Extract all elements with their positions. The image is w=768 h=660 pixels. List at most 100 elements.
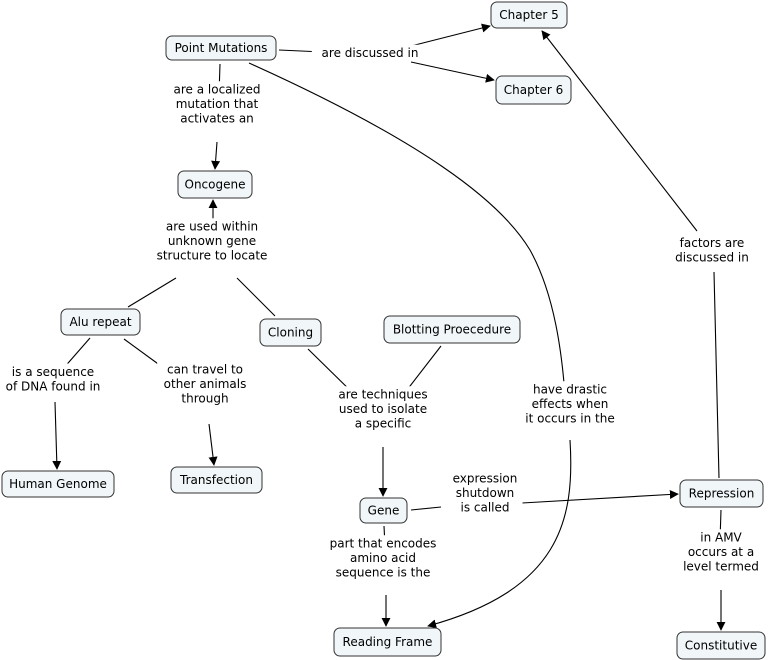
concept-node-label: Constitutive — [685, 639, 757, 653]
linking-phrase-line: activates an — [180, 112, 254, 126]
linking-phrase-line: is a sequence — [12, 365, 94, 379]
concept-node-point-mutations[interactable]: Point Mutations — [165, 35, 277, 61]
connector-alu-to-usedwithin — [127, 277, 177, 308]
concept-node-cloning[interactable]: Cloning — [259, 318, 322, 347]
concept-node-chapter6[interactable]: Chapter 6 — [495, 75, 572, 105]
connector-pm-to-drastic — [248, 62, 566, 396]
connector-phrase-to-ch5 — [410, 23, 491, 47]
linking-phrase-line: part that encodes — [330, 537, 437, 551]
concept-node-label: Human Genome — [9, 477, 107, 491]
concept-node-label: Oncogene — [185, 178, 246, 192]
concept-node-box — [679, 479, 764, 508]
linking-phrase-background — [511, 381, 629, 427]
linking-phrase-background — [157, 361, 253, 407]
linking-phrase-line: discussed in — [675, 250, 749, 264]
linking-phrase-line: effects when — [532, 397, 609, 411]
concept-node-chapter5[interactable]: Chapter 5 — [490, 1, 568, 29]
connector-sequence-to-genome — [52, 401, 62, 470]
linking-phrase-background — [328, 386, 438, 432]
linking-phrase-line: structure to locate — [157, 249, 268, 263]
concept-node-box — [60, 308, 141, 336]
connector-factors-to-ch5 — [541, 30, 698, 232]
linking-phrase-line: sequence is the — [336, 566, 431, 580]
concept-node-box — [165, 35, 277, 61]
linking-phrase-line: are discussed in — [322, 46, 419, 60]
linking-phrase-line: expression — [453, 472, 518, 486]
linking-phrase-line: level termed — [683, 560, 759, 574]
concept-node-label: Alu repeat — [69, 315, 131, 329]
linking-phrase-line: can travel to — [167, 363, 243, 377]
concept-node-label: Chapter 6 — [504, 83, 563, 97]
concept-node-blotting[interactable]: Blotting Proecedure — [383, 315, 521, 344]
concept-node-reading-frame[interactable]: Reading Frame — [333, 627, 442, 657]
connector-travel-to-transfect — [208, 423, 218, 466]
concept-node-oncogene[interactable]: Oncogene — [177, 170, 253, 199]
connector-localized-to-onc — [211, 141, 221, 170]
linking-phrase-background — [0, 363, 108, 395]
linking-phrase-line: of DNA found in — [6, 379, 101, 393]
connector-phrase-to-ch6 — [410, 61, 495, 83]
concept-node-label: Chapter 5 — [499, 8, 558, 22]
linking-phrase-background — [676, 529, 766, 575]
concept-node-label: Point Mutations — [175, 41, 268, 55]
linking-phrase-line: are techniques — [338, 388, 427, 402]
concept-node-label: Reading Frame — [343, 635, 433, 649]
concept-node-box — [170, 466, 263, 494]
concept-node-label: Cloning — [268, 326, 313, 340]
concept-node-repression[interactable]: Repression — [679, 479, 764, 508]
concept-node-box — [333, 627, 442, 657]
linking-phrase-line: are used within — [166, 220, 258, 234]
linking-phrase-line: it occurs in the — [525, 412, 614, 426]
linking-phrase-layer: are discussed in are a localizedmutation … — [0, 44, 766, 581]
linking-phrase-background — [447, 470, 523, 516]
linking-phrase-line: unknown gene — [168, 234, 256, 248]
linking-phrase-line: amino acid — [350, 551, 416, 565]
connector-drastic-to-reading — [427, 439, 572, 629]
connector-gene-to-expression — [410, 506, 442, 511]
linking-phrase-line: a specific — [355, 417, 412, 431]
concept-node-transfection[interactable]: Transfection — [170, 466, 263, 494]
concept-node-box — [177, 170, 253, 199]
concept-node-box — [495, 75, 572, 105]
linking-phrase-line: mutation that — [176, 97, 259, 111]
concept-node-label: Gene — [368, 504, 400, 518]
linking-phrase-line: shutdown — [456, 486, 515, 500]
concept-node-box — [676, 631, 766, 660]
linking-phrase-background — [321, 535, 445, 581]
linking-phrase-line: have drastic — [533, 383, 607, 397]
concept-node-alu-repeat[interactable]: Alu repeat — [60, 308, 141, 336]
linking-phrase-line: through — [181, 392, 228, 406]
linking-phrase-background — [311, 44, 429, 62]
connector-repr-to-factors — [713, 271, 720, 479]
concept-node-box — [259, 318, 322, 347]
linking-phrase-discussed-in: are discussed in — [311, 44, 429, 62]
linking-phrase-line: used to isolate — [339, 402, 427, 416]
linking-phrase-background — [162, 81, 272, 127]
concept-node-label: Blotting Proecedure — [393, 323, 511, 337]
concept-node-label: Repression — [689, 487, 755, 501]
linking-phrase-line: in AMV — [700, 531, 742, 545]
concept-node-box — [359, 497, 408, 524]
concept-node-constitutive[interactable]: Constitutive — [676, 631, 766, 660]
linking-phrase-background — [667, 234, 757, 266]
linking-phrase-line: are a localized — [174, 83, 261, 97]
connector-expression-to-repr — [521, 489, 679, 504]
concept-node-box — [490, 1, 568, 29]
linking-phrase-line: is called — [460, 501, 509, 515]
concept-node-gene[interactable]: Gene — [359, 497, 408, 524]
linking-phrase-background — [143, 218, 281, 264]
linking-phrase-line: other animals — [164, 377, 247, 391]
concept-node-box — [1, 470, 115, 498]
concept-node-human-genome[interactable]: Human Genome — [1, 470, 115, 498]
connector-cloning-to-usedwithin — [236, 277, 276, 317]
